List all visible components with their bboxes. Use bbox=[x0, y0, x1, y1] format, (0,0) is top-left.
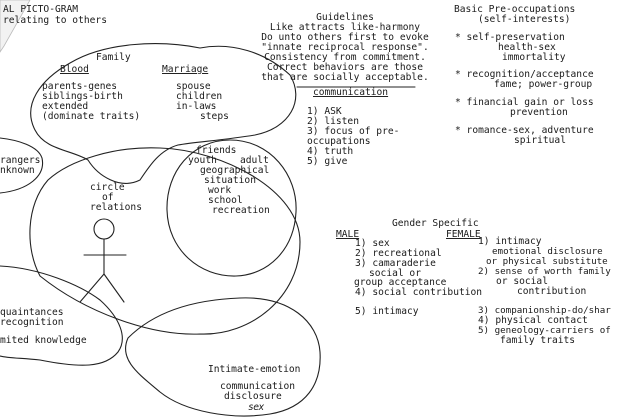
female-item: 3) companionship-do/shar bbox=[478, 305, 611, 316]
strangers-arc bbox=[0, 137, 44, 194]
circle-label: relations bbox=[90, 202, 142, 213]
male-item: 2) recreational bbox=[355, 248, 442, 259]
guideline-line: Like attracts like-harmony bbox=[270, 22, 420, 33]
male-item: 3) camaraderie bbox=[355, 258, 436, 269]
preoccupations-subtitle: (self-interests) bbox=[478, 14, 570, 25]
sex-scribble: sex bbox=[248, 402, 265, 413]
preoccupation-item: * recognition/acceptance bbox=[455, 69, 594, 80]
intimate-loop bbox=[125, 297, 321, 417]
diagram-title: AL PICTO-GRAM bbox=[3, 4, 78, 15]
limited-knowledge-label: mited knowledge bbox=[0, 335, 87, 346]
recognition-label: recognition bbox=[0, 317, 64, 328]
torn-corner bbox=[0, 0, 31, 53]
guideline-line: "innate reciprocal response". bbox=[261, 42, 429, 53]
guideline-line: Correct behaviors are those bbox=[267, 62, 423, 73]
female-item: family traits bbox=[500, 335, 575, 346]
preoccupation-item: * romance-sex, adventure bbox=[455, 125, 594, 136]
friends-list: friends youth adult geographical situati… bbox=[188, 145, 270, 216]
friends-item: youth adult bbox=[188, 155, 269, 166]
communication-item: 5) give bbox=[307, 156, 348, 167]
unknown-label: nknown bbox=[0, 165, 35, 176]
circle-label: of bbox=[102, 192, 114, 203]
acquaintances-loop bbox=[0, 265, 123, 366]
communication-item: 4) truth bbox=[307, 146, 353, 157]
male-item: social or bbox=[369, 268, 421, 279]
marriage-item: in-laws bbox=[176, 101, 216, 112]
preoccupation-item: * financial gain or loss bbox=[455, 97, 594, 108]
communication-item: 2) listen bbox=[307, 116, 359, 127]
male-heading: MALE bbox=[336, 229, 359, 240]
male-item: 5) intimacy bbox=[355, 306, 419, 317]
blood-item: parents-genes bbox=[42, 81, 117, 92]
preoccupation-item: spiritual bbox=[514, 135, 566, 146]
gender-title: Gender Specific bbox=[392, 218, 479, 229]
intimate-item: communication bbox=[220, 381, 295, 392]
female-item: or social bbox=[496, 276, 548, 287]
preoccupation-item: * self-preservation bbox=[455, 32, 565, 43]
circle-label: circle bbox=[90, 182, 125, 193]
guidelines-title: Guidelines bbox=[316, 12, 374, 23]
communication-list: 1) ASK 2) listen 3) focus of pre- occupa… bbox=[307, 106, 399, 167]
friends-item: recreation bbox=[212, 205, 270, 216]
female-item: or physical substitute bbox=[486, 256, 608, 267]
male-item: group acceptance bbox=[354, 277, 447, 288]
blood-heading: Blood bbox=[60, 64, 89, 75]
blood-item: extended bbox=[42, 101, 88, 112]
preoccupation-item: immortality bbox=[502, 52, 566, 63]
acquaintances-label: quaintances bbox=[0, 307, 64, 318]
intimate-label: Intimate-emotion bbox=[208, 364, 300, 375]
marriage-heading: Marriage bbox=[162, 64, 208, 75]
blood-list: parents-genes siblings-birth extended (d… bbox=[42, 81, 140, 122]
guideline-line: Consistency from commitment. bbox=[264, 52, 426, 63]
friends-circle bbox=[166, 139, 297, 277]
intimate-item: disclosure bbox=[224, 391, 282, 402]
blood-item: (dominate traits) bbox=[42, 111, 140, 122]
strangers-label: rangers bbox=[0, 155, 40, 166]
female-item: 1) intimacy bbox=[478, 236, 542, 247]
female-list: 1) intimacy emotional disclosure or phys… bbox=[478, 236, 611, 346]
marriage-item: spouse bbox=[176, 81, 211, 92]
blood-item: siblings-birth bbox=[42, 91, 123, 102]
guideline-line: Do unto others first to evoke bbox=[261, 32, 429, 43]
female-item: emotional disclosure bbox=[492, 246, 603, 257]
preoccupation-item: fame; power-group bbox=[494, 79, 592, 90]
friends-item: situation bbox=[204, 175, 256, 186]
diagram-subtitle: relating to others bbox=[3, 15, 107, 26]
friends-item: work bbox=[208, 185, 231, 196]
family-label: Family bbox=[96, 52, 131, 63]
female-heading: FEMALE bbox=[446, 229, 481, 240]
marriage-item: children bbox=[176, 91, 222, 102]
stick-figure bbox=[79, 218, 127, 303]
communication-item: 3) focus of pre- bbox=[307, 126, 399, 137]
female-item: contribution bbox=[517, 286, 586, 297]
friends-item: school bbox=[208, 195, 243, 206]
preoccupations-title: Basic Pre-occupations bbox=[454, 4, 575, 15]
guidelines-block: Guidelines Like attracts like-harmony Do… bbox=[261, 12, 429, 83]
communication-item: occupations bbox=[307, 136, 371, 147]
marriage-list: spouse children in-laws steps bbox=[176, 81, 229, 122]
male-item: 1) sex bbox=[355, 238, 390, 249]
preoccupations-block: Basic Pre-occupations (self-interests) *… bbox=[454, 4, 594, 146]
family-loop bbox=[30, 43, 297, 184]
friends-item: friends bbox=[196, 145, 236, 156]
communication-heading: communication bbox=[313, 87, 388, 98]
female-item: 2) sense of worth family bbox=[478, 266, 611, 277]
circle-of-relations bbox=[29, 147, 301, 335]
marriage-item: steps bbox=[200, 111, 229, 122]
guideline-line: that are socially acceptable. bbox=[261, 72, 429, 83]
preoccupation-item: prevention bbox=[510, 107, 568, 118]
female-item: 4) physical contact bbox=[478, 315, 588, 326]
male-item: 4) social contribution bbox=[355, 287, 482, 298]
communication-item: 1) ASK bbox=[307, 106, 342, 117]
male-list: 1) sex 2) recreational 3) camaraderie so… bbox=[354, 238, 482, 317]
female-item: 5) geneology-carriers of bbox=[478, 325, 611, 336]
friends-item: geographical bbox=[200, 165, 269, 176]
preoccupation-item: health-sex bbox=[498, 42, 556, 53]
